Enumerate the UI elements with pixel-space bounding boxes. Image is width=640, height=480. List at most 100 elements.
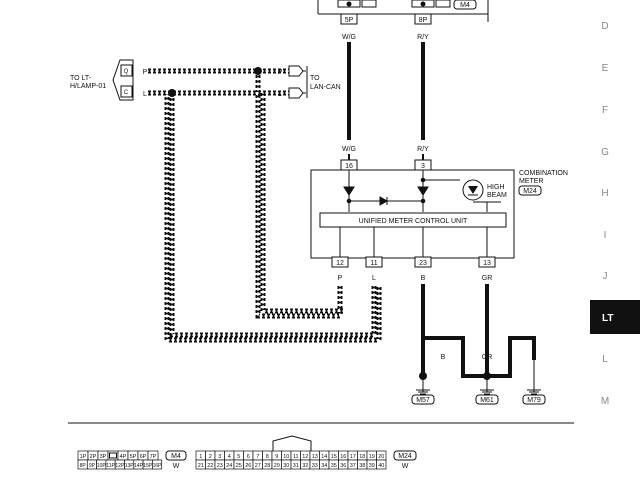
meter-pin-16: 16	[340, 159, 358, 171]
high-beam-indicator-icon	[462, 179, 484, 201]
active-section-tab[interactable]	[590, 300, 640, 334]
svg-text:11: 11	[370, 260, 377, 267]
top-pin-8p: 8P	[414, 13, 432, 25]
left-connector-pin-c: C	[124, 90, 129, 96]
connector-pin-label: 30	[283, 463, 289, 469]
ground-wires	[421, 284, 536, 392]
ground-wire-label-4: GR	[482, 354, 493, 361]
section-letter-m[interactable]: M	[601, 396, 609, 407]
connector-pin-label: 40	[378, 463, 384, 469]
control-unit-label: UNIFIED METER CONTROL UNIT	[359, 218, 468, 225]
connector-pin-label: 16P	[153, 463, 163, 469]
connector-pin-label: 13P	[125, 463, 135, 469]
connector-pin-label: 23	[217, 463, 223, 469]
connector-pin-label: 29	[274, 463, 280, 469]
svg-text:M24: M24	[398, 453, 412, 460]
ground-wire-label-6: B	[532, 354, 537, 361]
connector-pin-label: 6P	[140, 454, 147, 460]
connector-pin-label: 7P	[150, 454, 157, 460]
connector-pin-label: 4	[228, 454, 231, 460]
section-letter-j[interactable]: J	[603, 271, 608, 282]
section-letter-d[interactable]: D	[601, 21, 608, 32]
wire-label-r-y-mid: R/Y	[417, 146, 429, 153]
right-arrow-connector	[288, 65, 306, 99]
connector-pin-label: 1	[199, 454, 202, 460]
svg-text:M4: M4	[171, 453, 181, 460]
section-letter-i[interactable]: I	[604, 230, 607, 241]
svg-text:16: 16	[345, 163, 353, 170]
can-label-l-left: L	[143, 91, 147, 98]
meter-pin-13: 13	[478, 256, 496, 268]
section-letter-g[interactable]: G	[601, 147, 609, 158]
connector-pin-cell	[152, 459, 163, 470]
connector-pin-label: 10	[283, 454, 289, 460]
svg-text:M79: M79	[527, 397, 541, 404]
meter-internal-circuit	[343, 170, 501, 212]
connector-pin-label: 13	[312, 454, 318, 460]
connector-pin-label: 24	[226, 463, 232, 469]
connector-pin-label: 11	[293, 454, 299, 460]
svg-text:5P: 5P	[345, 17, 354, 24]
can-wires-inner	[169, 93, 377, 338]
connector-pin-label: 32	[302, 463, 308, 469]
connector-pin-label: 2P	[90, 454, 97, 460]
meter-pin-12: 12	[331, 256, 349, 268]
connector-pin-label: 28	[264, 463, 270, 469]
wire-label-p-bottom: P	[338, 275, 343, 282]
svg-text:M57: M57	[416, 397, 430, 404]
ground-wire-label-3: B	[461, 354, 466, 361]
connector-view-m4-name: M4	[165, 450, 187, 461]
connector-pin-label: 36	[340, 463, 346, 469]
connector-pin-label: 17	[350, 454, 356, 460]
high-beam-label-1: HIGH	[487, 184, 505, 191]
ground-m61: M61	[475, 394, 499, 405]
ground-m79: M79	[522, 394, 546, 405]
connector-view-m24-color: W	[402, 463, 409, 470]
connector-pin-label: 34	[321, 463, 327, 469]
wire-label-gr-bottom: GR	[482, 275, 493, 282]
left-destination-1: TO LT-	[70, 75, 92, 82]
high-beam-label-2: BEAM	[487, 192, 507, 199]
connector-pin-label: 5P	[130, 454, 137, 460]
wire-label-b-bottom: B	[421, 275, 426, 282]
wire-label-r-y-top: R/Y	[417, 34, 429, 41]
connector-pin-label: 37	[350, 463, 356, 469]
junction-dot-p	[254, 67, 262, 75]
meter-connector-name: M24	[523, 188, 537, 195]
connector-pin-label: 31	[293, 463, 299, 469]
connector-pin-label: 1P	[80, 454, 87, 460]
wire-label-w-g-mid: W/G	[342, 146, 356, 153]
control-unit-box	[319, 212, 507, 228]
connector-pin-label: 2	[209, 454, 212, 460]
section-letter-f[interactable]: F	[602, 105, 608, 116]
can-label-p-right: P	[278, 69, 283, 76]
connector-pin-label: 19	[369, 454, 375, 460]
connector-m24-latch	[272, 435, 312, 451]
connector-pin-label: 22	[207, 463, 213, 469]
meter-connector-badge	[518, 185, 542, 196]
connector-pin-label: 11P	[106, 463, 115, 469]
section-letter-h[interactable]: H	[601, 188, 608, 199]
connector-pin-label: 8	[266, 454, 269, 460]
connector-pin-label: 8P	[80, 463, 87, 469]
meter-title-1: COMBINATION	[519, 170, 568, 177]
connector-pin-label: 14P	[134, 463, 144, 469]
connector-pin-label: 7	[256, 454, 259, 460]
section-letter-e[interactable]: E	[602, 63, 609, 74]
connector-pin-label: 4P	[120, 454, 127, 460]
section-letter-l[interactable]: L	[602, 354, 608, 365]
top-connector-name: M4	[460, 2, 470, 9]
svg-text:8P: 8P	[419, 17, 428, 24]
connector-view-m24-name: M24	[393, 450, 417, 461]
connector-pin-label: 21	[198, 463, 204, 469]
active-section-label: LT	[602, 313, 613, 324]
right-destination-1: TO	[310, 75, 320, 82]
left-destination-2: H/LAMP-01	[70, 83, 106, 90]
connector-view-m4-color: W	[173, 463, 180, 470]
connector-pin-label: 12	[302, 454, 308, 460]
connector-pin-label: 39	[369, 463, 375, 469]
ground-junction-1	[419, 372, 427, 380]
